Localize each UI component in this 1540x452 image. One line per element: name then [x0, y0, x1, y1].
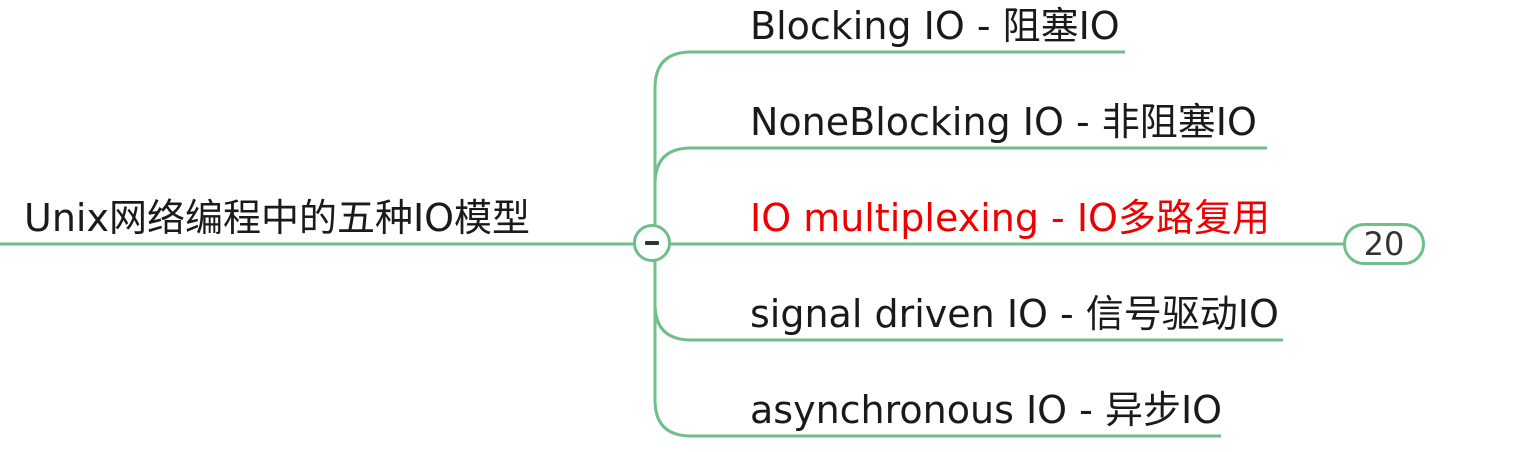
- branch-line-nonblocking: [653, 146, 1267, 244]
- child-node-asynchronous-io[interactable]: asynchronous IO - 异步IO: [750, 388, 1223, 432]
- minus-icon: [645, 241, 659, 245]
- collapsed-children-count-badge[interactable]: 20: [1343, 223, 1425, 265]
- child-node-io-multiplexing[interactable]: IO multiplexing - IO多路复用: [750, 196, 1270, 240]
- child-node-signal-driven-io[interactable]: signal driven IO - 信号驱动IO: [750, 292, 1279, 336]
- root-node-label[interactable]: Unix网络编程中的五种IO模型: [24, 196, 531, 240]
- child-node-blocking-io[interactable]: Blocking IO - 阻塞IO: [750, 4, 1120, 48]
- branch-line-asynchronous: [653, 244, 1221, 438]
- child-node-nonblocking-io[interactable]: NoneBlocking IO - 非阻塞IO: [750, 100, 1257, 144]
- collapse-toggle-button[interactable]: [633, 224, 671, 262]
- branch-line-blocking: [653, 50, 1125, 244]
